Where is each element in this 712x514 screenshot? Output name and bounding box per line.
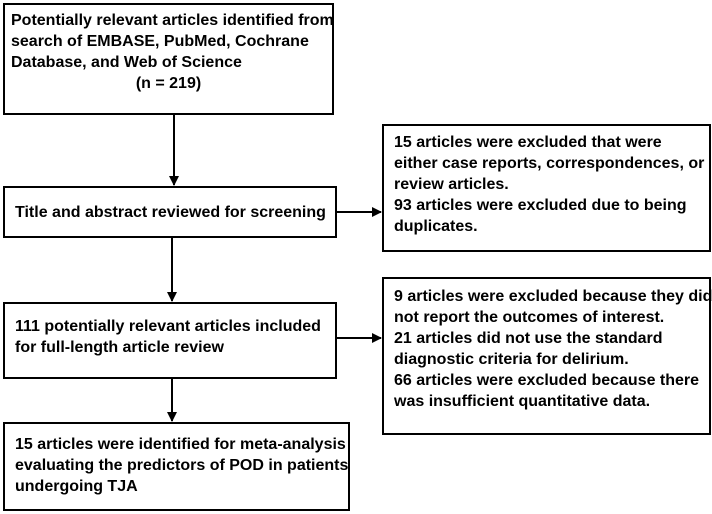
excluded-screening-box: 15 articles were excluded that were eith… [382,124,711,252]
excluded-screening-line-3: review articles. [394,176,509,193]
excluded-screening-line-4: 93 articles were excluded due to being [394,197,687,214]
excluded-full-text-line-5: 66 articles were excluded because there [394,372,700,389]
screening-text: Title and abstract reviewed for screenin… [15,204,326,221]
included-line-2: evaluating the predictors of POD in pati… [15,457,349,474]
excluded-full-text-line-4: diagnostic criteria for delirium. [394,351,629,368]
included-articles-box: 15 articles were identified for meta-ana… [3,422,350,511]
excluded-full-text-line-2: not report the outcomes of interest. [394,309,665,326]
excluded-full-text-line-6: was insufficient quantitative data. [394,393,651,410]
full-text-line-1: 111 potentially relevant articles includ… [15,318,321,335]
excluded-screening-line-2: either case reports, correspondences, or [394,155,705,172]
full-text-review-box: 111 potentially relevant articles includ… [3,302,337,379]
identified-count: (n = 219) [135,75,202,92]
excluded-full-text-line-3: 21 articles did not use the standard [394,330,663,347]
full-text-line-2: for full-length article review [15,339,224,356]
excluded-screening-line-5: duplicates. [394,218,478,235]
identified-line-3: Database, and Web of Science [11,54,242,71]
screening-box: Title and abstract reviewed for screenin… [3,186,337,238]
identified-articles-box: Potentially relevant articles identified… [3,3,334,115]
included-line-3: undergoing TJA [15,478,138,495]
identified-line-1: Potentially relevant articles identified… [11,12,334,29]
excluded-full-text-line-1: 9 articles were excluded because they di… [394,288,712,305]
identified-line-2: search of EMBASE, PubMed, Cochrane [11,33,309,50]
excluded-full-text-box: 9 articles were excluded because they di… [382,277,712,435]
excluded-screening-line-1: 15 articles were excluded that were [394,134,662,151]
included-line-1: 15 articles were identified for meta-ana… [15,436,346,453]
